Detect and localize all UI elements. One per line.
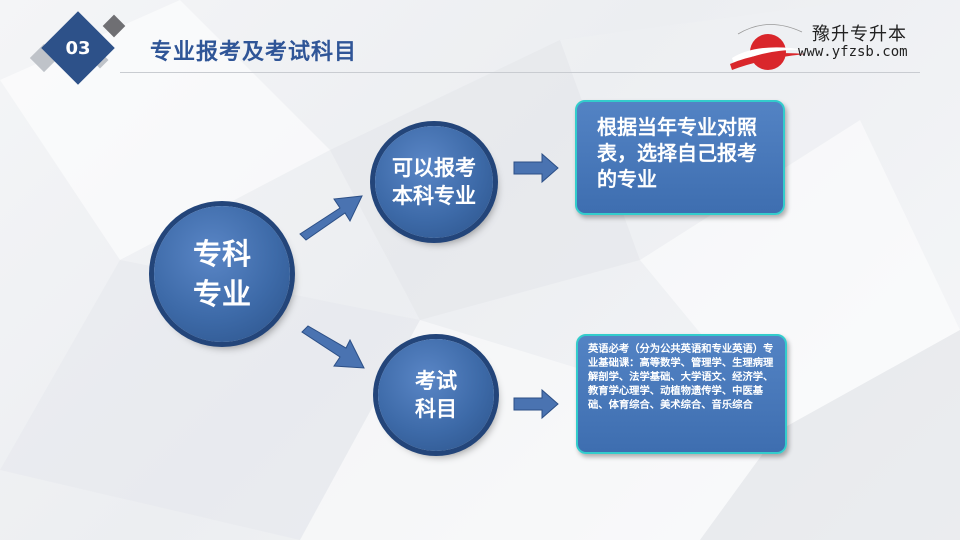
page-title: 专业报考及考试科目 [150,40,358,65]
info-box-major-selection: 根据当年专业对照表，选择自己报考的专业 [575,100,785,215]
logo-url: www.yfzsb.com [798,44,908,60]
root-node-line1: 专科 [192,237,251,271]
arrow-to-top-box-icon [513,152,559,184]
logo-name: 豫升专升本 [812,24,907,45]
arrow-to-bottom-box-icon [513,388,559,420]
branch-node-exam-subjects: 考试 科目 [378,339,494,451]
header-divider [120,72,920,73]
section-badge: 03 [24,10,144,90]
info-box-exam-subjects: 英语必考（分为公共英语和专业英语）专业基础课：高等数学、管理学、生理病理解剖学、… [576,334,787,454]
branch-top-line1: 可以报考 [392,156,476,180]
section-number: 03 [65,38,91,59]
branch-top-line2: 本科专业 [392,184,476,208]
root-node-line2: 专业 [192,277,251,311]
branch-bottom-line1: 考试 [415,369,457,393]
arrow-to-bottom-branch-icon [301,325,365,369]
branch-node-eligible-majors: 可以报考 本科专业 [375,126,493,238]
brand-logo: 豫升专升本 www.yfzsb.com [728,14,943,74]
branch-bottom-line2: 科目 [415,397,457,421]
root-node-junior-college-major: 专科 专业 [154,206,290,342]
arrow-to-top-branch-icon [299,195,363,241]
logo-swoosh-icon [730,24,806,70]
badge-diamonds [29,11,126,85]
